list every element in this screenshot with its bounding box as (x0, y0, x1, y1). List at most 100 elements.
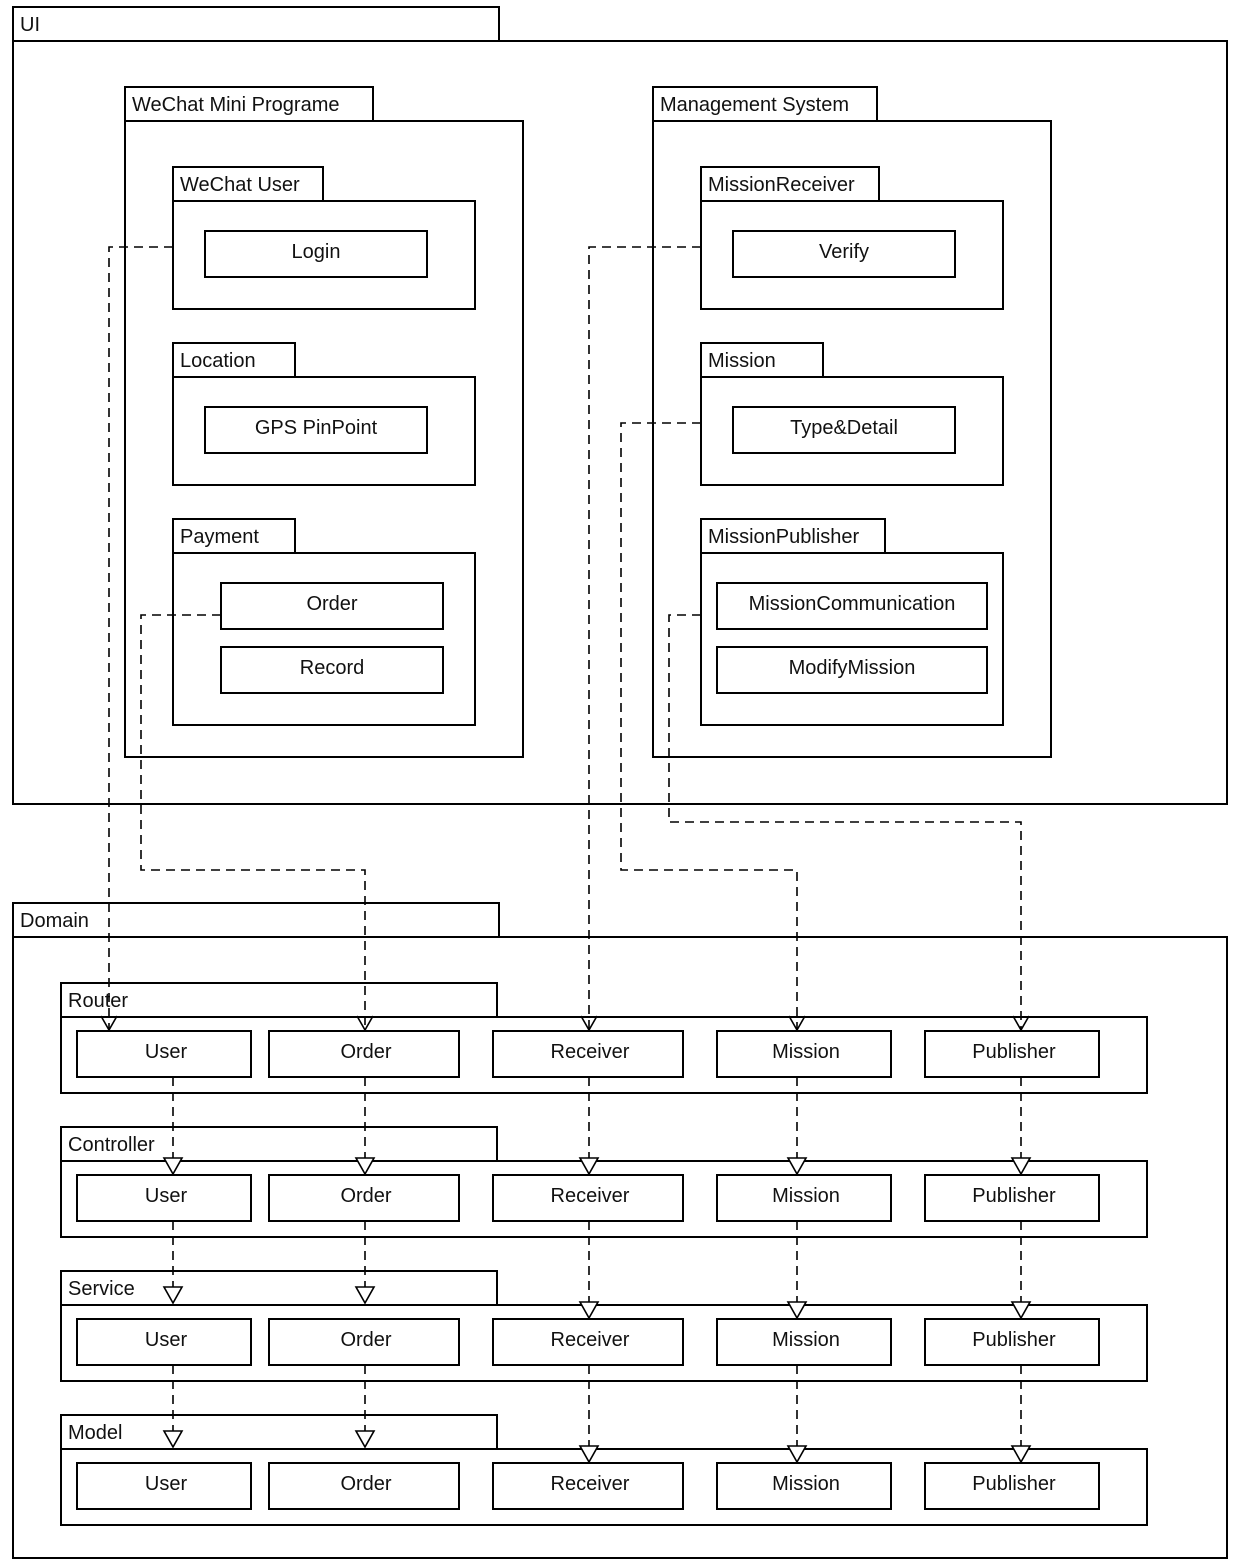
service-publisher-arrowhead (1010, 1301, 1032, 1320)
controller-mission-arrowhead (786, 1157, 808, 1176)
router-layer-body (60, 1016, 1148, 1094)
wechat-mini-program-label: WeChat Mini Programe (132, 94, 339, 116)
payment-record-label: Record (300, 657, 364, 679)
controller-order-label: Order (340, 1185, 391, 1207)
service-order-arrowhead (354, 1286, 376, 1305)
router-mission-label: Mission (772, 1041, 840, 1063)
payment-label: Payment (180, 526, 259, 548)
mission-receiver-package: MissionReceiver Verify (700, 166, 1004, 310)
mission-ui-body (700, 376, 1004, 486)
service-receiver-arrowhead (578, 1301, 600, 1320)
mission-receiver-body (700, 200, 1004, 310)
model-mission-box (716, 1462, 892, 1510)
model-order-label: Order (340, 1473, 391, 1495)
model-receiver-arrowhead (578, 1445, 600, 1464)
wechat-user-body (172, 200, 476, 310)
controller-layer-body (60, 1160, 1148, 1238)
model-publisher-arrowhead (1010, 1445, 1032, 1464)
controller-publisher-arrowhead (1010, 1157, 1032, 1176)
gps-pinpoint-label: GPS PinPoint (255, 417, 378, 439)
router-user-arrowhead (100, 1015, 118, 1032)
model-user-box (76, 1462, 252, 1510)
location-label: Location (180, 350, 256, 372)
order-to-router-order-dependency (140, 614, 366, 1030)
location-package: Location GPS PinPoint (172, 342, 476, 486)
service-receiver-label: Receiver (551, 1329, 630, 1351)
router-receiver-box (492, 1030, 684, 1078)
payment-order-label: Order (306, 593, 357, 615)
mission-receiver-label: MissionReceiver (708, 174, 855, 196)
controller-user-box (76, 1174, 252, 1222)
service-publisher-label: Publisher (972, 1329, 1056, 1351)
service-order-box (268, 1318, 460, 1366)
service-user-box (76, 1318, 252, 1366)
modify-mission-label: ModifyMission (789, 657, 916, 679)
type-detail-box (732, 406, 956, 454)
service-mission-label: Mission (772, 1329, 840, 1351)
router-publisher-arrowhead (1012, 1015, 1030, 1032)
service-order-label: Order (340, 1329, 391, 1351)
controller-receiver-box (492, 1174, 684, 1222)
router-publisher-box (924, 1030, 1100, 1078)
model-receiver-label: Receiver (551, 1473, 630, 1495)
login-label: Login (292, 241, 341, 263)
payment-order-box (220, 582, 444, 630)
controller-layer-label: Controller (68, 1134, 155, 1156)
router-order-label: Order (340, 1041, 391, 1063)
model-publisher-box (924, 1462, 1100, 1510)
type-detail-to-router-mission-dependency (620, 422, 798, 1030)
ui-package-tab (12, 6, 500, 42)
payment-package: Payment Order Record (172, 518, 476, 726)
service-user-arrowhead (162, 1286, 184, 1305)
management-system-body (652, 120, 1052, 758)
model-publisher-label: Publisher (972, 1473, 1056, 1495)
router-order-arrowhead (356, 1015, 374, 1032)
login-box (204, 230, 428, 278)
controller-order-box (268, 1174, 460, 1222)
router-publisher-label: Publisher (972, 1041, 1056, 1063)
mission-communication-to-router-publisher-dependency (668, 614, 1022, 1030)
verify-label: Verify (819, 241, 869, 263)
router-order-box (268, 1030, 460, 1078)
service-publisher-box (924, 1318, 1100, 1366)
model-layer-body (60, 1448, 1148, 1526)
service-layer-body (60, 1304, 1148, 1382)
controller-publisher-label: Publisher (972, 1185, 1056, 1207)
router-mission-arrowhead (788, 1015, 806, 1032)
model-mission-label: Mission (772, 1473, 840, 1495)
controller-receiver-label: Receiver (551, 1185, 630, 1207)
router-user-box (76, 1030, 252, 1078)
router-mission-box (716, 1030, 892, 1078)
router-receiver-label: Receiver (551, 1041, 630, 1063)
mission-communication-label: MissionCommunication (749, 593, 956, 615)
controller-publisher-box (924, 1174, 1100, 1222)
mission-publisher-label: MissionPublisher (708, 526, 860, 548)
model-order-arrowhead (354, 1430, 376, 1449)
mission-ui-label: Mission (708, 350, 776, 372)
wechat-user-package: WeChat User Login (172, 166, 476, 310)
mission-ui-package: Mission Type&Detail (700, 342, 1004, 486)
model-order-box (268, 1462, 460, 1510)
service-mission-arrowhead (786, 1301, 808, 1320)
domain-package-label: Domain (20, 910, 89, 932)
service-mission-box (716, 1318, 892, 1366)
service-receiver-box (492, 1318, 684, 1366)
wechat-mini-program-package: WeChat Mini Programe WeChat User Login L… (124, 86, 524, 758)
model-layer-label: Model (68, 1422, 122, 1444)
management-system-package: Management System MissionReceiver Verify… (652, 86, 1052, 758)
wechat-mini-program-body (124, 120, 524, 758)
controller-mission-box (716, 1174, 892, 1222)
payment-record-box (220, 646, 444, 694)
wechat-user-label: WeChat User (180, 174, 300, 196)
verify-box (732, 230, 956, 278)
router-user-label: User (145, 1041, 188, 1063)
mission-publisher-package: MissionPublisher MissionCommunication Mo… (700, 518, 1004, 726)
controller-receiver-arrowhead (578, 1157, 600, 1176)
ui-package-body (12, 40, 1228, 805)
verify-to-router-receiver-dependency (588, 246, 701, 1030)
